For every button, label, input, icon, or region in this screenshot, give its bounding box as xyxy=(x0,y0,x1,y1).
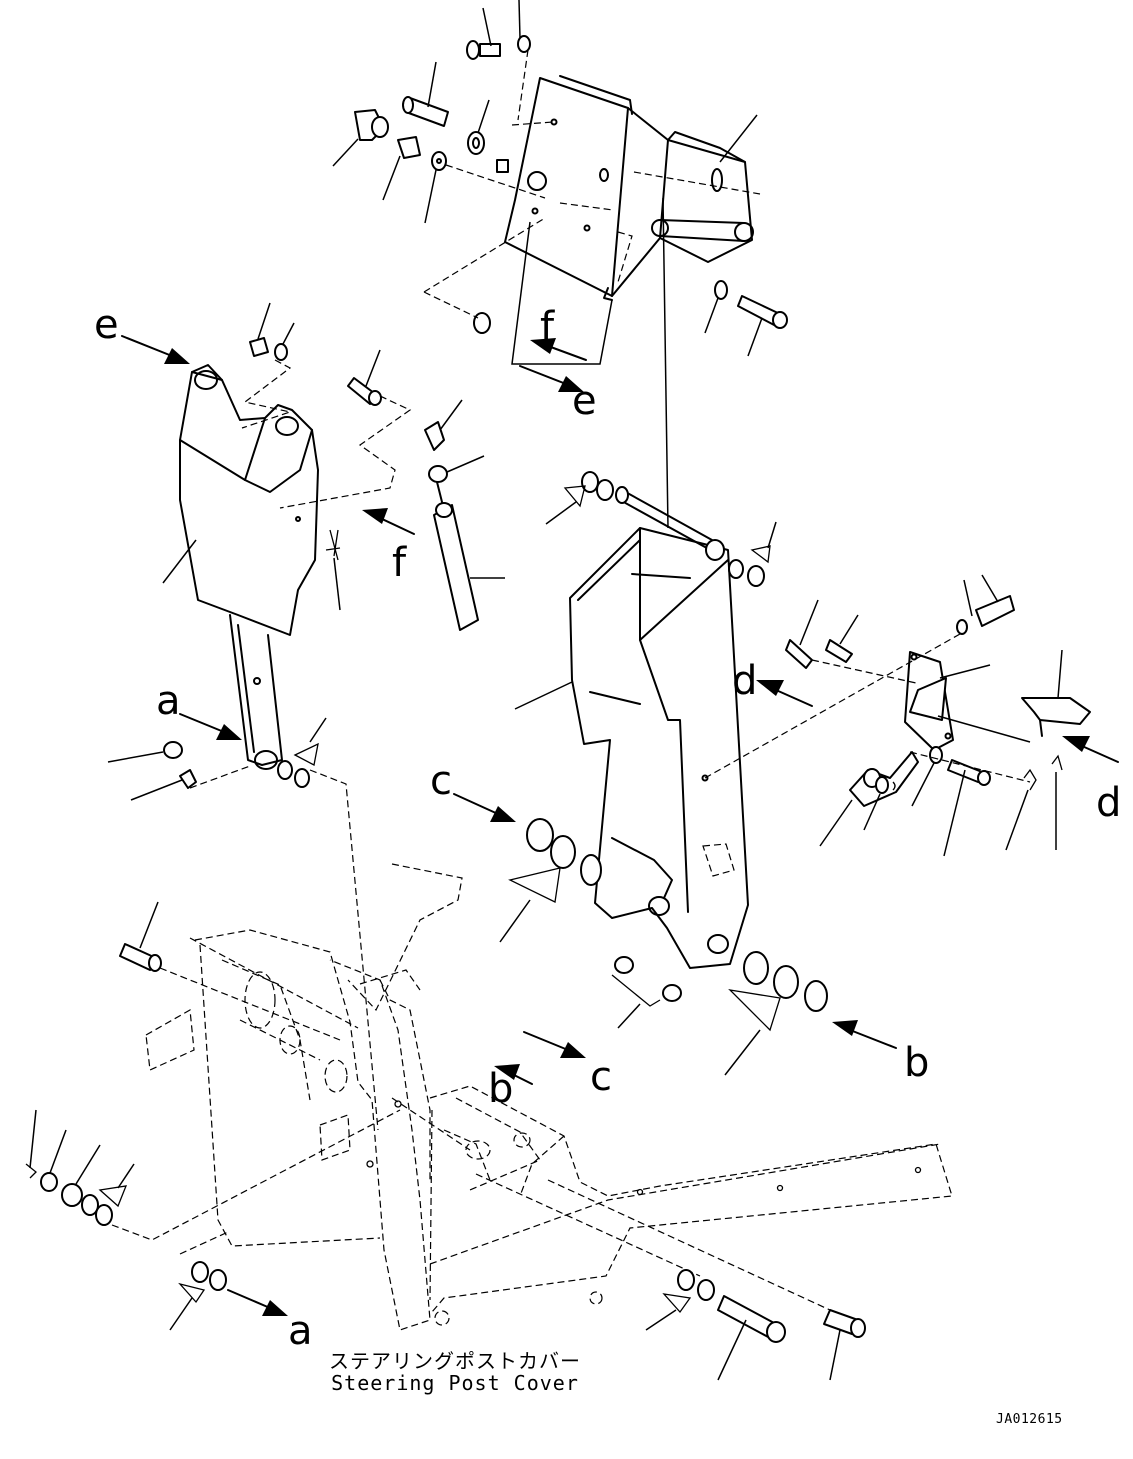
knob xyxy=(332,109,389,167)
washer-right-top xyxy=(704,280,728,334)
washer-top xyxy=(517,0,531,121)
cover-label-japanese: ステアリングポストカバー xyxy=(329,1349,581,1373)
column-cover-left xyxy=(179,364,319,770)
steering-post-column xyxy=(514,197,749,969)
arrow-f-top xyxy=(530,338,587,361)
arrow-d-right xyxy=(1062,736,1119,763)
arrow-d-left xyxy=(756,680,813,707)
callout-c-upper: c xyxy=(430,758,452,804)
cotter-pin xyxy=(325,529,341,611)
bracket-d xyxy=(704,574,1091,857)
callout-c-lower: c xyxy=(590,1054,612,1100)
grease-nipple xyxy=(130,769,197,801)
bolt-mid xyxy=(347,349,382,406)
arrow-a-upper xyxy=(179,713,242,740)
steering-post-cover xyxy=(145,863,463,1331)
drawing-number: JA012615 xyxy=(996,1412,1063,1427)
washer-small xyxy=(424,151,546,224)
gas-spring xyxy=(433,481,505,631)
callout-a-upper: a xyxy=(156,678,181,724)
washer-a2 xyxy=(293,717,327,788)
washer-ring xyxy=(467,99,490,155)
callout-d-left: d xyxy=(732,658,757,704)
top-hardware xyxy=(332,0,788,365)
washer-a1 xyxy=(277,760,293,780)
arrow-a-lower xyxy=(227,1289,288,1316)
callout-f-top: f xyxy=(540,304,555,350)
top-bracket xyxy=(504,75,761,301)
cover-label-english: Steering Post Cover xyxy=(331,1371,579,1395)
collar xyxy=(382,136,421,201)
grease-fitting xyxy=(496,159,509,173)
lower-hardware xyxy=(25,769,866,1381)
left-hardware xyxy=(107,302,505,801)
bolt-right xyxy=(737,295,788,357)
arrow-c-upper xyxy=(453,793,516,822)
arrow-c-lower xyxy=(523,1031,586,1058)
arrow-b-right xyxy=(832,1020,897,1049)
hex-nut xyxy=(428,455,485,483)
nut-e xyxy=(274,322,295,361)
elbow-fitting xyxy=(424,399,463,451)
arrow-f-left xyxy=(362,508,415,535)
callout-d-right: d xyxy=(1096,780,1121,826)
callout-b-right: b xyxy=(904,1040,929,1086)
floor-frame xyxy=(429,1085,953,1326)
bushing xyxy=(249,302,271,357)
bolt-lower-left xyxy=(119,901,341,1041)
callout-b-lower: b xyxy=(488,1066,513,1112)
arrow-e-top xyxy=(519,365,584,392)
callout-e-top: e xyxy=(572,378,597,424)
bolt-top xyxy=(466,7,501,60)
callout-a-lower: a xyxy=(288,1308,313,1354)
arrow-b-lower xyxy=(494,1064,533,1085)
arrow-e-left xyxy=(121,335,190,364)
column-hardware xyxy=(499,471,828,1076)
callout-f-left: f xyxy=(392,540,407,586)
nut-a xyxy=(107,741,183,763)
washer-lower-left xyxy=(423,217,546,334)
pin-upper xyxy=(402,61,449,127)
callout-e-left: e xyxy=(94,302,119,348)
